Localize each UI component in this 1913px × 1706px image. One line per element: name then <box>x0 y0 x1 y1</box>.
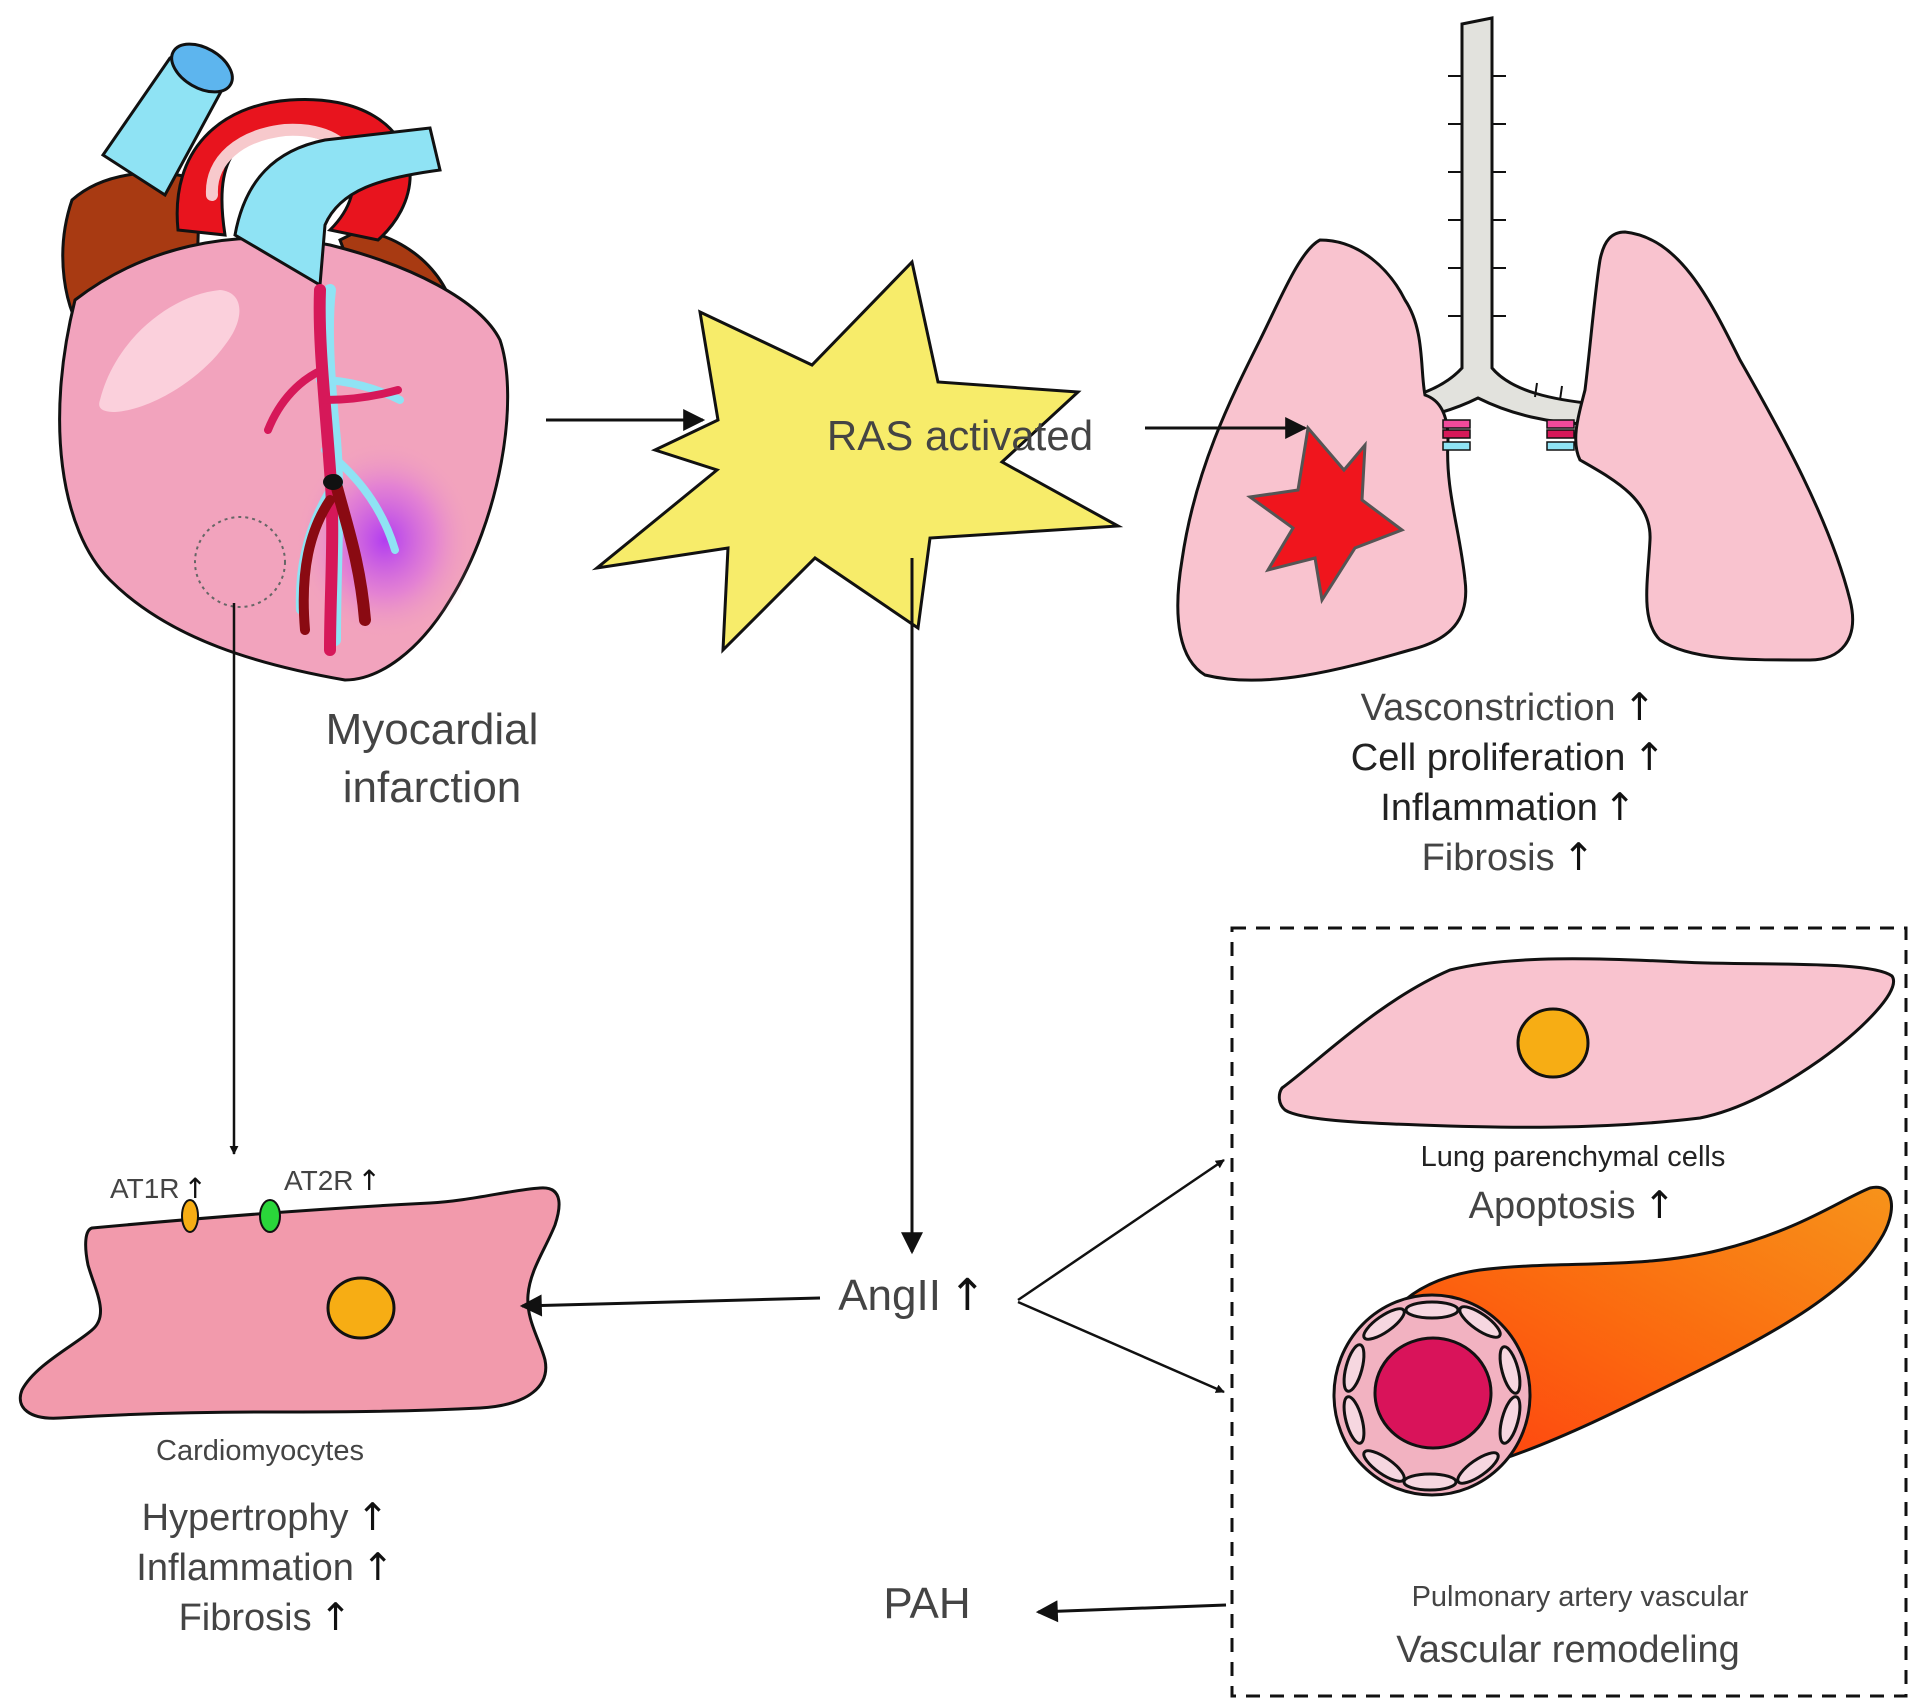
heart-illustration <box>58 42 510 682</box>
coronary-artery-shape <box>313 284 339 656</box>
effect-inflammation-lung: Inflammation↑ <box>1380 785 1635 829</box>
at1r-receptor-shape <box>181 1199 199 1233</box>
coronary-artery-infarct-shape <box>298 495 335 635</box>
apoptosis-label: Apoptosis↑ <box>1469 1183 1676 1227</box>
arrows <box>229 409 1308 1623</box>
at2r-label: AT2R↑ <box>284 1164 381 1197</box>
effect-hypertrophy: Hypertrophy↑ <box>142 1495 389 1539</box>
occlusion-dot-shape <box>323 474 343 490</box>
lung-lesion-shape <box>1246 424 1406 605</box>
ventricle-highlight-shape <box>99 290 240 412</box>
effect-fibrosis-lung: Fibrosis↑ <box>1422 835 1595 879</box>
arrow-angii-to-parenchymal <box>1017 1158 1225 1302</box>
effect-inflammation-heart: Inflammation↑ <box>136 1545 393 1589</box>
vascular-remodeling-label: Vascular remodeling <box>1396 1629 1740 1671</box>
ras-starburst-shape <box>591 258 1124 654</box>
parenchymal-label: Lung parenchymal cells <box>1421 1141 1726 1173</box>
lungs-illustration <box>1176 16 1855 682</box>
arrow-box-to-pah <box>1035 1600 1227 1623</box>
smooth-muscle-cells <box>1342 1300 1522 1492</box>
coronary-artery-branch-shape <box>321 386 402 404</box>
tissue-sample-circle <box>194 516 286 608</box>
arrow-angii-to-artery <box>1017 1300 1225 1394</box>
cardiomyocyte-effects-list: Hypertrophy↑ Inflammation↑ Fibrosis↑ <box>136 1495 393 1639</box>
pulmonary-artery-label: Pulmonary artery vascular <box>1412 1581 1749 1613</box>
parenchymal-nucleus-shape <box>1516 1007 1590 1079</box>
lung-effects-list: Vasconstriction↑ Cell proliferation↑ Inf… <box>1351 685 1665 879</box>
left-hilum-vessels <box>1442 419 1471 451</box>
heart-label-line1: Myocardial <box>326 705 539 754</box>
at1r-label: AT1R↑ <box>110 1172 207 1205</box>
cardiomyocyte-nucleus-shape <box>326 1276 396 1340</box>
effect-vasoconstriction: Vasconstriction↑ <box>1361 685 1656 729</box>
coronary-artery-infarct-shape <box>329 474 371 626</box>
lung-cells-dashed-box <box>1230 926 1908 1698</box>
coronary-vein-branch-shape <box>316 376 404 404</box>
effect-cell-proliferation: Cell proliferation↑ <box>1351 735 1665 779</box>
pulmonary-trunk-shape <box>233 126 442 288</box>
cardiomyocyte-label: Cardiomyocytes <box>156 1435 364 1467</box>
artery-lumen-shape <box>1373 1336 1493 1450</box>
at2r-receptor-shape <box>259 1199 281 1233</box>
cardiomyocyte-shape <box>18 1186 561 1420</box>
right-lung-shape <box>1574 230 1855 662</box>
ras-label: RAS activated <box>827 412 1093 459</box>
coronary-artery-branch-shape <box>264 366 326 434</box>
arrow-angii-to-cardiomyocyte <box>519 1294 821 1317</box>
effect-fibrosis-heart: Fibrosis↑ <box>179 1595 352 1639</box>
pah-label: PAH <box>883 1579 970 1628</box>
ischemic-zone-shape <box>295 440 475 640</box>
right-hilum-vessels <box>1546 419 1575 451</box>
heart-label-line2: infarction <box>343 763 522 812</box>
vena-cava-opening-shape <box>170 42 234 94</box>
angii-label: AngII↑ <box>838 1270 986 1321</box>
